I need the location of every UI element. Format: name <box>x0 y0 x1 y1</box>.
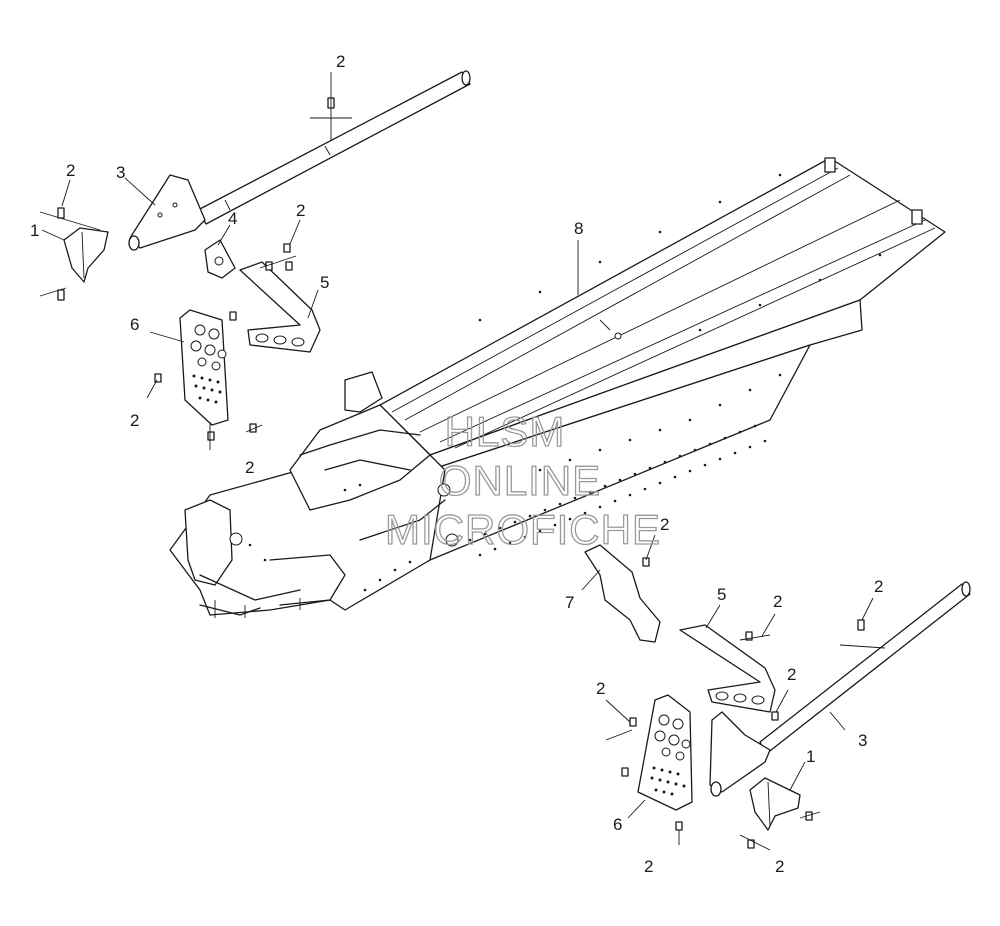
upper-left-bracket-3 <box>128 174 206 251</box>
lower-right-plate-6 <box>637 694 693 811</box>
watermark-line1: HLSM <box>445 408 566 455</box>
lower-right-footrest-5 <box>679 624 776 713</box>
bracket-7 <box>584 544 661 643</box>
callout-6-right: 6 <box>613 815 622 834</box>
callout-2-right-b: 2 <box>787 665 796 684</box>
callout-3-left: 3 <box>116 163 125 182</box>
upper-left-plate-6 <box>179 309 229 426</box>
watermark-line2: ONLINE <box>439 457 601 504</box>
callout-2-bottom-a: 2 <box>644 857 653 876</box>
callout-5-right: 5 <box>717 585 726 604</box>
leader-lines <box>39 72 886 851</box>
callout-2-left-top: 2 <box>66 161 75 180</box>
callout-3-right: 3 <box>858 731 867 750</box>
callout-2-bottom-b: 2 <box>775 857 784 876</box>
callout-2-left-bottom: 2 <box>245 458 254 477</box>
upper-left-footrest-5 <box>239 261 321 353</box>
upper-left-rail-tube <box>197 70 471 225</box>
callout-1-left: 1 <box>30 221 39 240</box>
tunnel-rivet-pattern <box>248 173 882 592</box>
upper-left-bracket-1 <box>63 227 109 283</box>
callout-7: 7 <box>565 593 574 612</box>
callout-2-mid: 2 <box>296 201 305 220</box>
callout-2-right-c: 2 <box>596 679 605 698</box>
lower-right-bracket-1 <box>749 777 801 831</box>
callout-2-top-center: 2 <box>336 52 345 71</box>
tunnel-assembly <box>169 157 946 618</box>
upper-left-plate-4 <box>204 239 236 279</box>
callout-2-right-top: 2 <box>874 577 883 596</box>
callout-6-left: 6 <box>130 315 139 334</box>
callout-2-left-low: 2 <box>130 411 139 430</box>
lower-right-bracket-3 <box>709 711 771 797</box>
watermark-line3: MICROFICHE <box>385 506 661 553</box>
callout-5-left: 5 <box>320 273 329 292</box>
callout-2-right-a: 2 <box>773 592 782 611</box>
callout-1-right: 1 <box>806 747 815 766</box>
callout-labels: 1 2 2 3 4 2 5 6 8 2 2 2 7 5 2 2 2 2 3 1 … <box>30 52 883 876</box>
callout-8: 8 <box>574 219 583 238</box>
watermark: HLSM ONLINE MICROFICHE <box>384 407 661 553</box>
callout-2-center-right: 2 <box>660 515 669 534</box>
callout-4: 4 <box>228 209 237 228</box>
